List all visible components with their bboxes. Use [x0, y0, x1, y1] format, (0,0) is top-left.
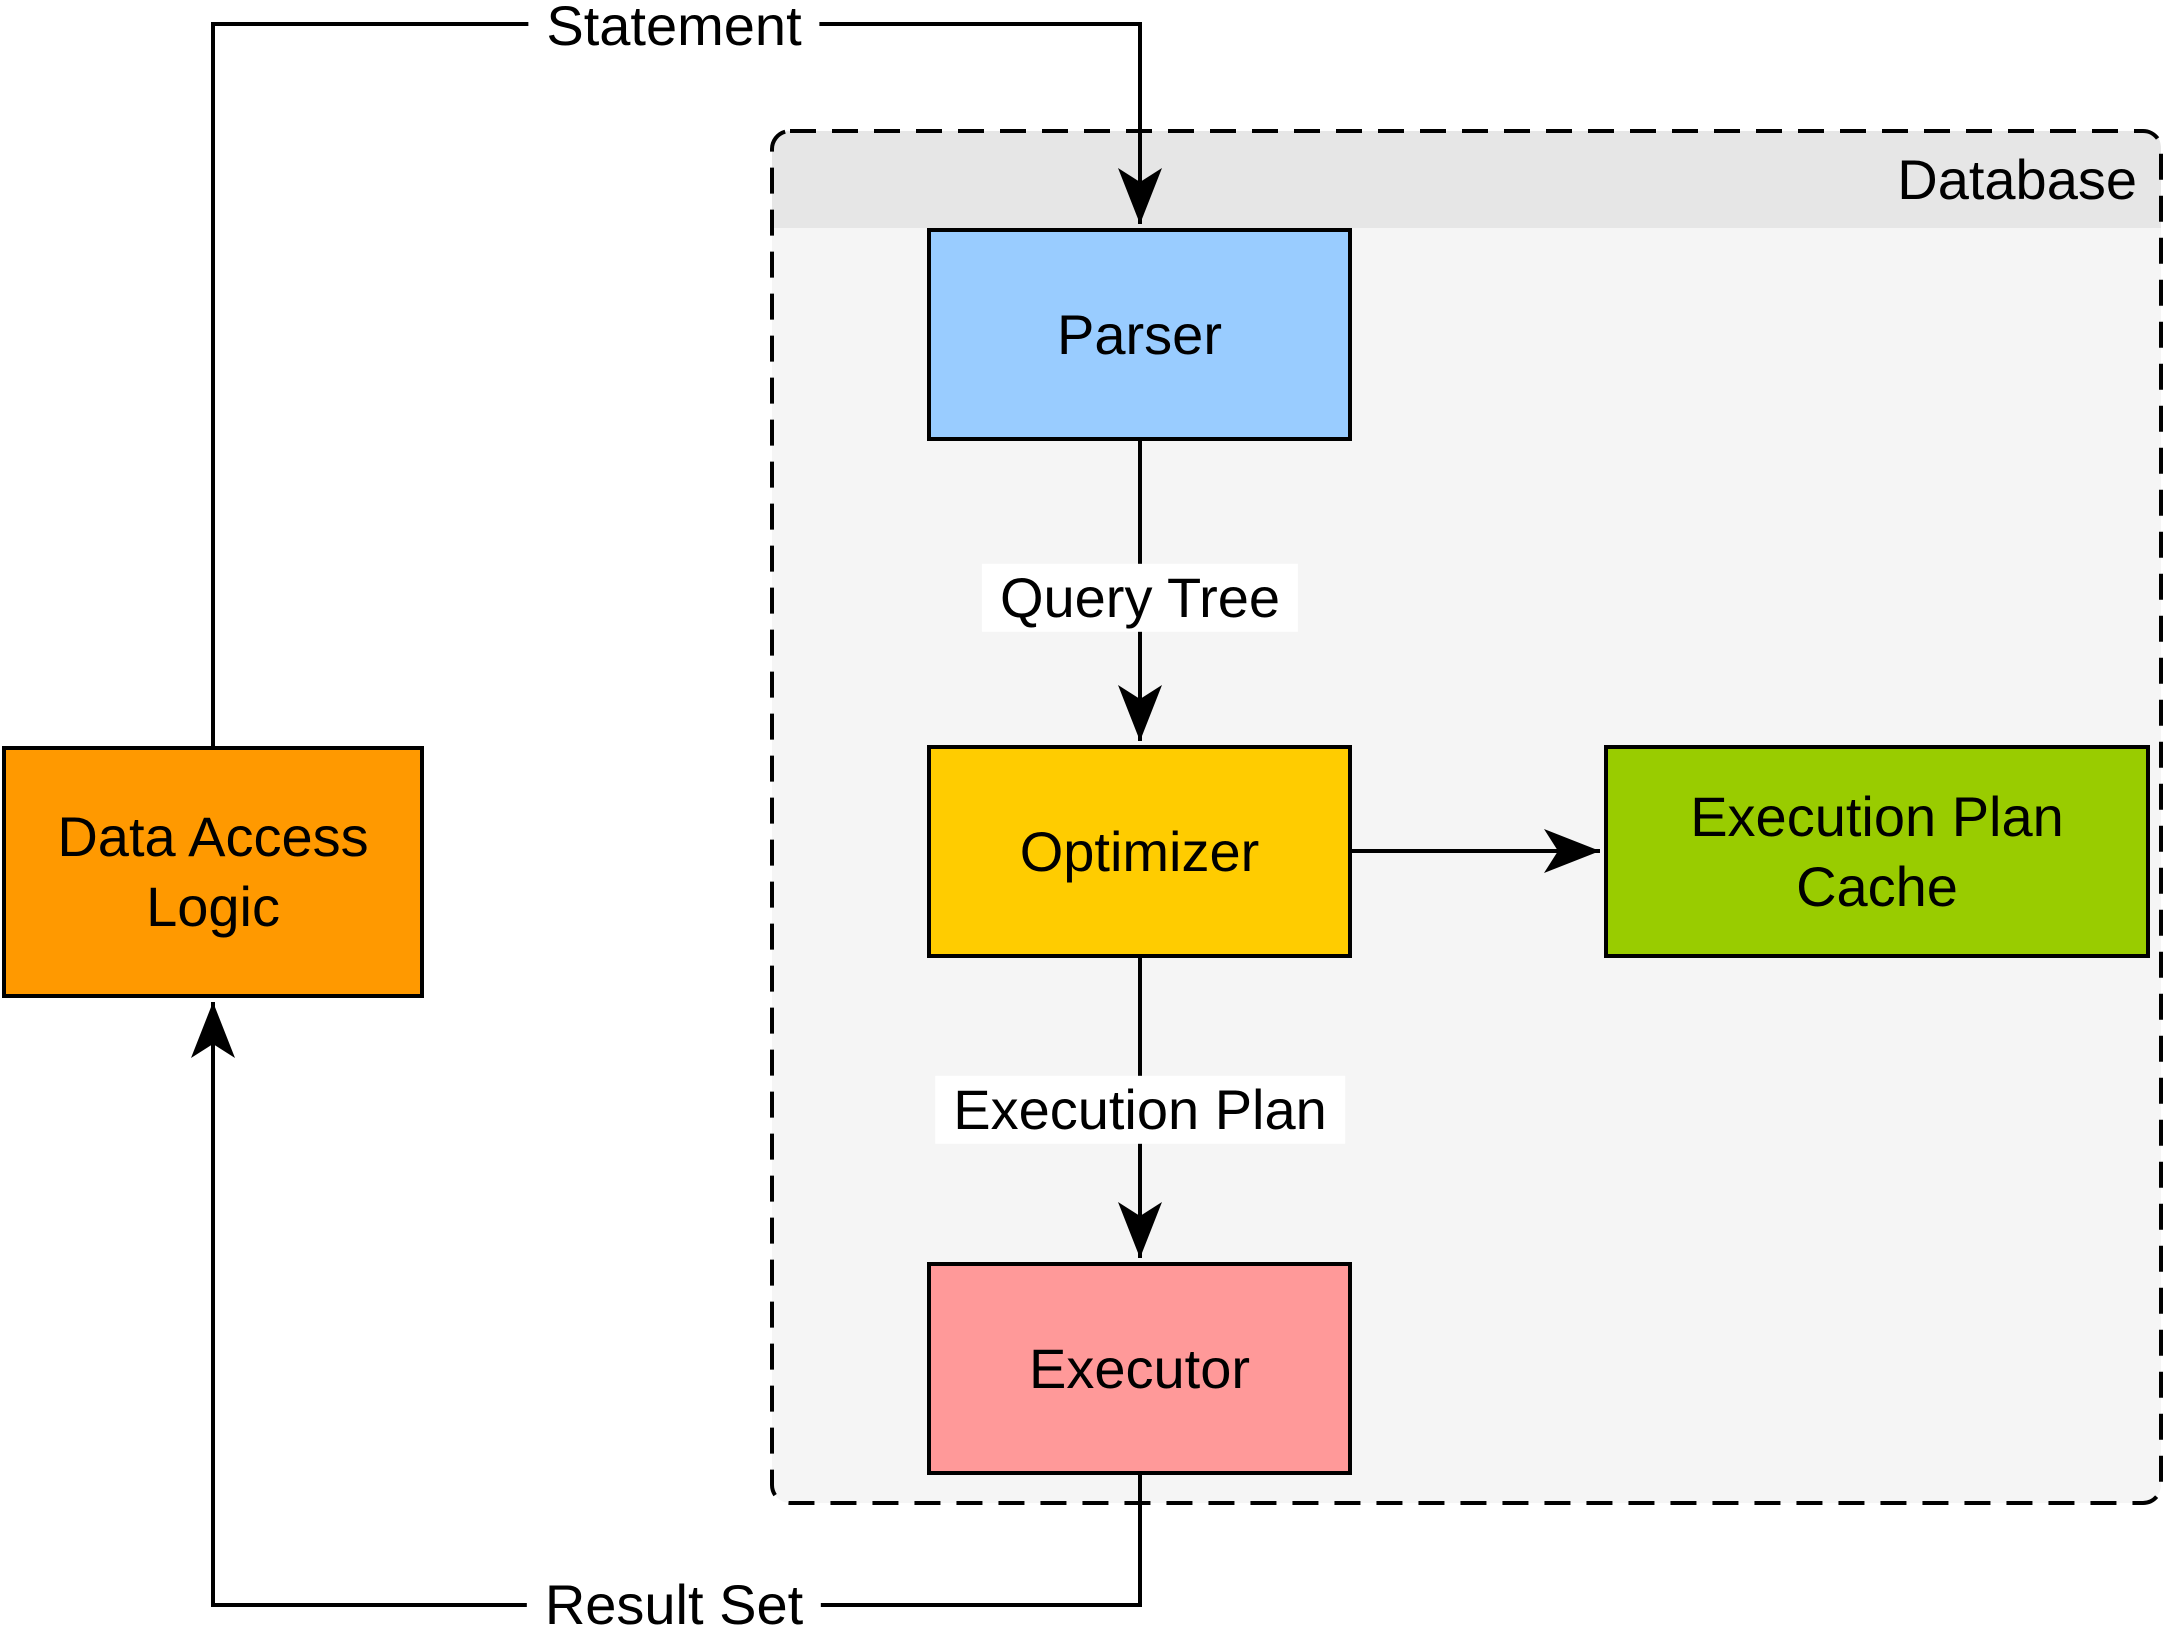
node-executor-label: Executor: [1029, 1336, 1250, 1400]
node-data-access-logic-label: Data Access Logic: [57, 805, 369, 938]
node-data-access-logic: Data Access Logic: [2, 746, 424, 998]
node-optimizer-label: Optimizer: [1019, 819, 1260, 883]
database-label: Database: [1897, 148, 2137, 211]
database-container-body: [772, 131, 2161, 1503]
node-parser-label: Parser: [1057, 302, 1222, 366]
edge-label-execution-plan: Execution Plan: [935, 1075, 1345, 1145]
node-parser: Parser: [927, 228, 1352, 441]
database-container-border: [770, 129, 2163, 1505]
edge-label-statement: Statement: [528, 0, 820, 61]
node-execution-plan-cache-label: Execution Plan Cache: [1690, 784, 2064, 918]
node-executor: Executor: [927, 1262, 1352, 1475]
node-optimizer: Optimizer: [927, 745, 1352, 958]
edge-label-query-tree: Query Tree: [981, 563, 1299, 633]
edge-label-result-set: Result Set: [526, 1570, 822, 1633]
node-execution-plan-cache: Execution Plan Cache: [1604, 745, 2150, 958]
